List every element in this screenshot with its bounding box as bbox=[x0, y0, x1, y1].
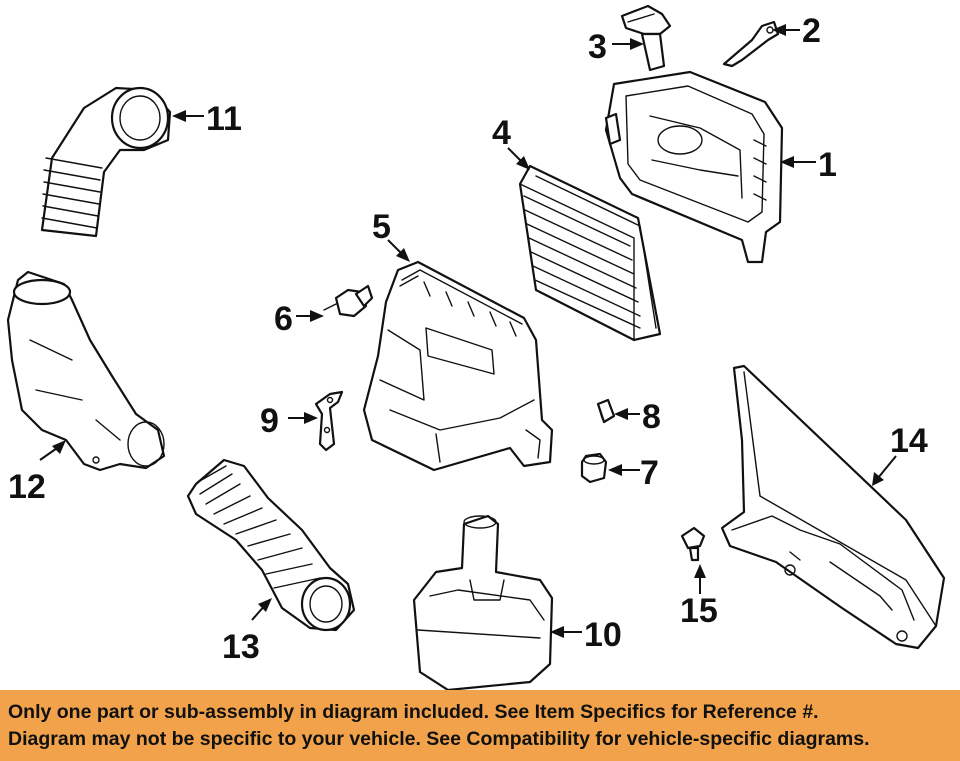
callout-3: 3 bbox=[588, 28, 607, 66]
part-5-air-cleaner-case bbox=[362, 260, 554, 472]
callout-2: 2 bbox=[802, 12, 821, 50]
callout-5: 5 bbox=[372, 208, 391, 246]
callout-15: 15 bbox=[680, 592, 718, 630]
parts-diagram: 1 2 3 4 5 6 7 8 9 10 11 12 13 14 15 bbox=[6, 4, 946, 690]
part-3-sensor bbox=[620, 4, 672, 72]
part-1-air-cleaner-cover bbox=[604, 70, 784, 264]
callout-11: 11 bbox=[206, 100, 242, 138]
part-13-hose bbox=[186, 458, 356, 632]
callout-9: 9 bbox=[260, 402, 279, 440]
callout-8: 8 bbox=[642, 398, 661, 436]
part-7-grommet bbox=[580, 452, 608, 484]
callout-13: 13 bbox=[222, 628, 260, 666]
notice-line-1: Only one part or sub-assembly in diagram… bbox=[8, 700, 819, 723]
part-10-resonator bbox=[412, 514, 554, 690]
callout-1: 1 bbox=[818, 146, 837, 184]
part-14-intake-duct bbox=[720, 364, 946, 650]
callout-12: 12 bbox=[8, 468, 46, 506]
part-4-filter bbox=[518, 164, 662, 342]
part-9-bracket bbox=[314, 390, 344, 452]
leader-lines bbox=[39, 24, 897, 638]
notice-banner: Only one part or sub-assembly in diagram… bbox=[0, 690, 960, 761]
notice-line-2: Diagram may not be specific to your vehi… bbox=[8, 727, 870, 750]
callout-10: 10 bbox=[584, 616, 622, 654]
part-2-clip bbox=[722, 20, 780, 68]
part-8-bushing bbox=[596, 398, 616, 424]
part-11-intake-elbow bbox=[40, 86, 172, 238]
callout-7: 7 bbox=[640, 454, 659, 492]
part-6-valve bbox=[323, 284, 374, 318]
part-15-clip bbox=[680, 526, 706, 562]
callout-14: 14 bbox=[890, 422, 928, 460]
callout-6: 6 bbox=[274, 300, 293, 338]
callout-4: 4 bbox=[492, 114, 511, 152]
part-12-intake-duct bbox=[6, 270, 166, 472]
